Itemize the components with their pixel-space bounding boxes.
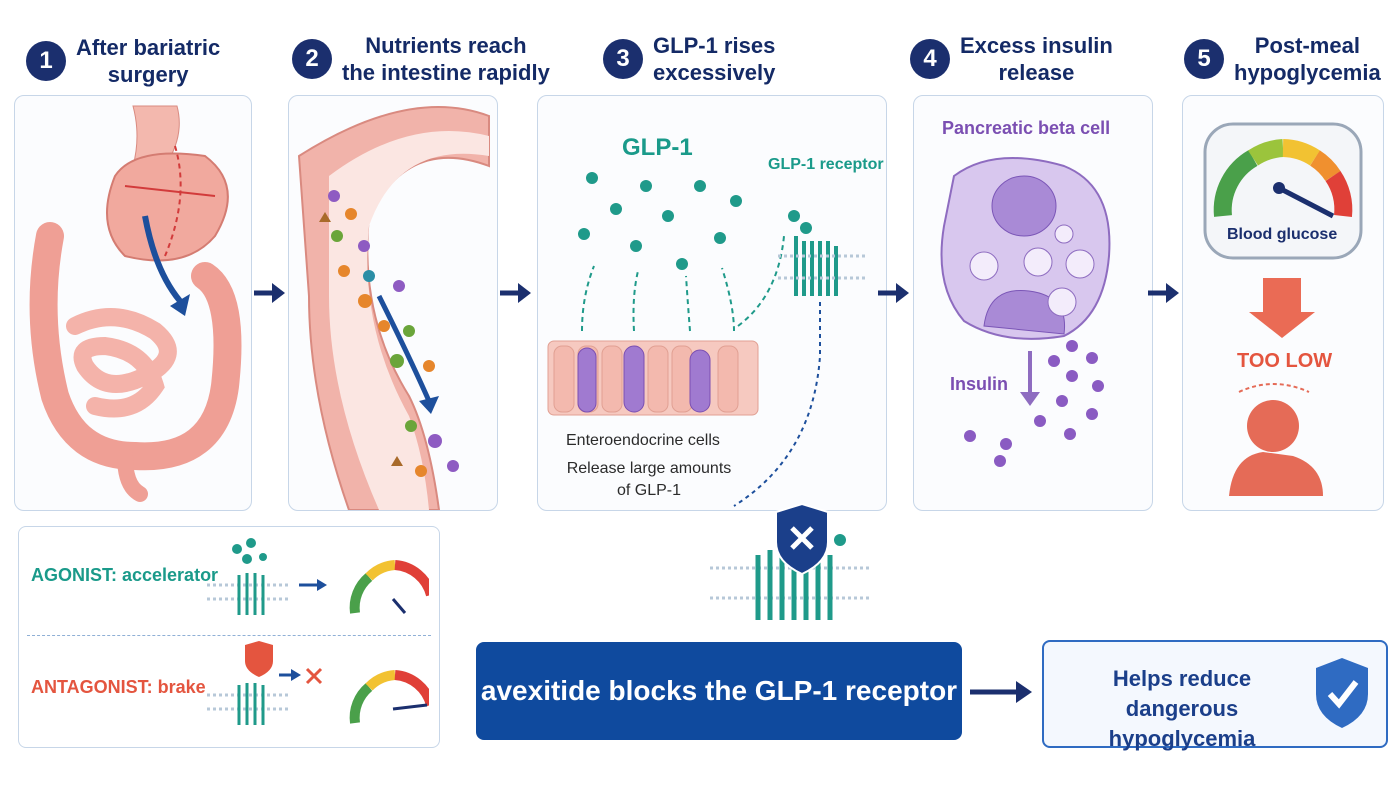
step-title-line: excessively [653,60,776,85]
blood-glucose-label: Blood glucose [1227,226,1338,243]
outcome-arrow-icon [970,681,1032,703]
agonist-label: AGONIST: accelerator [31,565,219,585]
beta-cell-illustration [940,157,1111,467]
step-title-line: GLP-1 rises [653,33,776,58]
blocked-receptor-illustration [710,502,870,620]
panel-glp1: GLP-1 GLP-1 receptor Enteroendocrine cel… [537,95,887,511]
step-title: After bariatric surgery [76,34,220,88]
panel-hypoglycemia: Blood glucose TOO LOW [1182,95,1384,511]
step-3-header: 3 GLP-1 rises excessively [603,32,813,86]
beta-cell-label: Pancreatic beta cell [942,118,1111,138]
legend-divider [27,635,431,636]
step-badge: 3 [603,39,643,79]
outcome-text: Helps reduce dangerous hypoglycemia [1062,664,1302,754]
step-title-line: hypoglycemia [1234,60,1381,85]
step-title-line: release [998,60,1075,85]
step-title-line: After bariatric [76,35,221,60]
shield-check-icon [1316,658,1368,728]
flow-arrow-icon [254,283,285,303]
outcome-line: hypoglycemia [1108,726,1256,751]
step-title-line: Nutrients reach [365,33,527,58]
step-title-line: Excess insulin [960,33,1113,58]
outcome-line: Helps reduce dangerous [1112,666,1252,721]
too-low-label: TOO LOW [1237,350,1333,372]
insulin-label: Insulin [950,374,1008,394]
step-badge: 1 [26,41,66,81]
step-title-line: Post-meal [1254,33,1360,58]
release-label: Release large amounts of GLP-1 [556,458,742,502]
step-2-header: 2 Nutrients reach the intestine rapidly [292,32,552,86]
step-badge: 2 [292,39,332,79]
release-line: of GLP-1 [616,482,682,499]
agonist-antagonist-legend: AGONIST: accelerator ANTAGONIST: brake [18,526,440,748]
step-title-line: the intestine rapidly [342,60,550,85]
glp1-receptor-label: GLP-1 receptor [768,156,884,173]
glp1-illustration [547,172,868,507]
gauge-illustration [1203,122,1363,496]
step-title-line: surgery [107,62,189,87]
flow-arrow-icon [1148,283,1179,303]
panel-nutrients [288,95,498,511]
antagonist-label: ANTAGONIST: brake [31,677,206,697]
glp1-label: GLP-1 [622,134,693,161]
enteroendocrine-label: Enteroendocrine cells [566,432,720,449]
flow-arrow-icon [500,283,531,303]
outcome-box: Helps reduce dangerous hypoglycemia [1042,640,1388,751]
step-1-header: 1 After bariatric surgery [26,34,246,88]
step-title: Nutrients reach the intestine rapidly [342,32,550,86]
step-badge: 5 [1184,39,1224,79]
legend-illustration [207,538,429,725]
panel-bariatric-surgery [14,95,252,511]
step-4-header: 4 Excess insulin release [910,32,1130,86]
step-title: GLP-1 rises excessively [653,32,775,86]
intestine-illustration [297,106,490,510]
digestive-tract-illustration [29,105,242,502]
step-badge: 4 [910,39,950,79]
step-title: Post-meal hypoglycemia [1234,32,1381,86]
flow-arrow-icon [878,283,909,303]
step-title: Excess insulin release [960,32,1113,86]
step-5-header: 5 Post-meal hypoglycemia [1184,32,1394,86]
main-message-banner: avexitide blocks the GLP-1 receptor [476,642,962,740]
release-line: Release large amounts [566,460,732,477]
panel-insulin: Pancreatic beta cell Insulin [913,95,1153,511]
